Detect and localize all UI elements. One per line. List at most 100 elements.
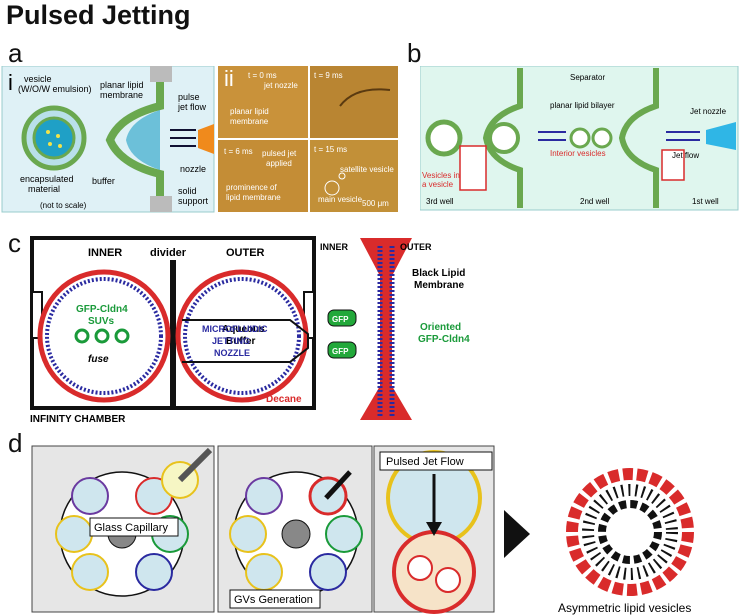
separator-right	[618, 68, 659, 208]
gfp-protein-top	[327, 309, 357, 327]
solid-support-bottom	[150, 196, 172, 212]
label-jetting: JETTING	[212, 336, 250, 346]
label-b-jet-flow: Jet flow	[672, 151, 699, 160]
label-inner: INNER	[88, 247, 122, 259]
label-vesicle: vesicle	[24, 74, 52, 84]
label-pulsed-jet-flow: Pulsed Jet Flow	[386, 456, 464, 468]
panel-label-c: c	[8, 228, 21, 258]
label-a-vesicle: a vesicle	[422, 180, 454, 189]
planar-membrane	[105, 66, 164, 212]
panel-a-i-label: i	[8, 70, 13, 95]
zoom-bottom-well	[392, 530, 476, 614]
label-t15: t = 15 ms	[314, 145, 347, 154]
microfluidic-nozzle	[182, 319, 309, 363]
inset-right	[661, 149, 685, 181]
photo-t0	[218, 66, 308, 138]
label-planar-bilayer: planar lipid bilayer	[550, 101, 615, 110]
gfp-protein-bottom	[327, 341, 357, 359]
divider-bar	[170, 260, 176, 406]
label-prominence: prominence of	[226, 183, 277, 192]
label-outer-2: OUTER	[400, 242, 432, 252]
separator-left	[482, 68, 523, 208]
label-oriented-gfp: GFP-Cldn4	[418, 334, 470, 345]
label-microfluidic: MICROFLUIDIC	[202, 324, 268, 334]
figure-title: Pulsed Jetting	[6, 0, 191, 30]
result-arrow	[504, 510, 530, 558]
membrane-bulge	[126, 110, 160, 170]
label-ii-membrane: membrane	[230, 117, 269, 126]
vesicle-core	[32, 116, 76, 160]
pulsed-jet-flow-box	[379, 451, 493, 471]
gvs-generation-box	[229, 589, 321, 609]
inner-chamber	[37, 269, 171, 403]
interior-vesicle-2	[591, 127, 613, 149]
label-ii-planar: planar lipid	[230, 107, 269, 116]
photo-t9	[310, 66, 398, 138]
label-solid: solid	[178, 186, 197, 196]
label-scale: 500 μm	[362, 199, 389, 208]
label-not-to-scale: (not to scale)	[40, 201, 87, 210]
label-t6: t = 6 ms	[224, 147, 253, 156]
outer-chamber	[175, 269, 309, 403]
label-well1: 1st well	[692, 197, 719, 206]
label-jet-nozzle: jet nozzle	[263, 81, 298, 90]
label-asymmetric: Asymmetric lipid vesicles	[558, 601, 691, 615]
label-satellite: satellite vesicle	[340, 165, 394, 174]
label-planar-lipid: planar lipid	[100, 80, 144, 90]
label-b-jet-nozzle: Jet nozzle	[690, 107, 727, 116]
label-membrane: membrane	[100, 90, 143, 100]
label-divider: divider	[150, 247, 187, 259]
label-lipid-membrane: lipid membrane	[226, 193, 281, 202]
label-t9: t = 9 ms	[314, 71, 343, 80]
label-gfp-cldn4: GFP-Cldn4	[76, 304, 128, 315]
label-t0: t = 0 ms	[248, 71, 277, 80]
asym-vesicle-inner	[598, 500, 662, 564]
label-suvs: SUVs	[88, 316, 115, 327]
label-gvs-generation: GVs Generation	[234, 594, 313, 606]
label-material: material	[28, 184, 60, 194]
label-pulse: pulse	[178, 92, 200, 102]
panel-label-a: a	[8, 38, 23, 68]
photo-t6	[218, 140, 308, 212]
label-well3: 3rd well	[426, 197, 454, 206]
label-glass-capillary: Glass Capillary	[94, 522, 168, 534]
label-main-vesicle: main vesicle	[318, 195, 363, 204]
jet-nozzle-shape	[706, 122, 736, 150]
label-inner-2: INNER	[320, 242, 349, 252]
label-emulsion: (W/O/W emulsion)	[18, 84, 92, 94]
label-well2: 2nd well	[580, 197, 610, 206]
label-buffer-c: Buffer	[226, 336, 256, 347]
label-support: support	[178, 196, 209, 206]
nozzle-shape	[198, 124, 214, 154]
asym-vesicle-tails	[582, 484, 678, 580]
label-pulsed-jet: pulsed jet	[262, 149, 297, 158]
panel-label-b: b	[407, 38, 422, 68]
panel-label-d: d	[8, 428, 23, 458]
label-applied: applied	[266, 159, 292, 168]
label-separator: Separator	[570, 73, 605, 82]
label-oriented: Oriented	[420, 322, 461, 333]
label-decane: Decane	[266, 394, 302, 405]
panel-d-figure: Glass Capillary GVs Generation Pulsed Je…	[31, 445, 694, 615]
inset-left	[459, 145, 487, 191]
asym-vesicle-outer	[566, 468, 694, 596]
label-encapsulated: encapsulated	[20, 174, 74, 184]
panel-a-figure: i vesicle (W/O/W emulsion) encapsulated …	[1, 66, 398, 213]
solid-support-top	[150, 66, 172, 82]
label-black-lipid: Black Lipid	[412, 268, 465, 279]
vesicle-3rd-well	[425, 119, 463, 157]
panel-b-figure: Separator planar lipid bilayer Jet nozzl…	[420, 66, 739, 211]
photo-t15	[310, 140, 398, 212]
label-nozzle-c: NOZZLE	[214, 348, 250, 358]
label-jet-flow: jet flow	[177, 102, 207, 112]
center-screw-2	[281, 519, 311, 549]
glass-capillary-box	[89, 517, 179, 537]
label-interior: Interior vesicles	[550, 149, 606, 158]
label-infinity: INFINITY CHAMBER	[30, 414, 126, 425]
label-gfp-bottom: GFP	[332, 347, 349, 356]
label-bl-membrane: Membrane	[414, 280, 464, 291]
interior-vesicle-1	[569, 127, 591, 149]
vesicle-in-membrane	[488, 122, 520, 154]
black-lipid-membrane	[360, 238, 412, 420]
label-nozzle: nozzle	[180, 164, 206, 174]
